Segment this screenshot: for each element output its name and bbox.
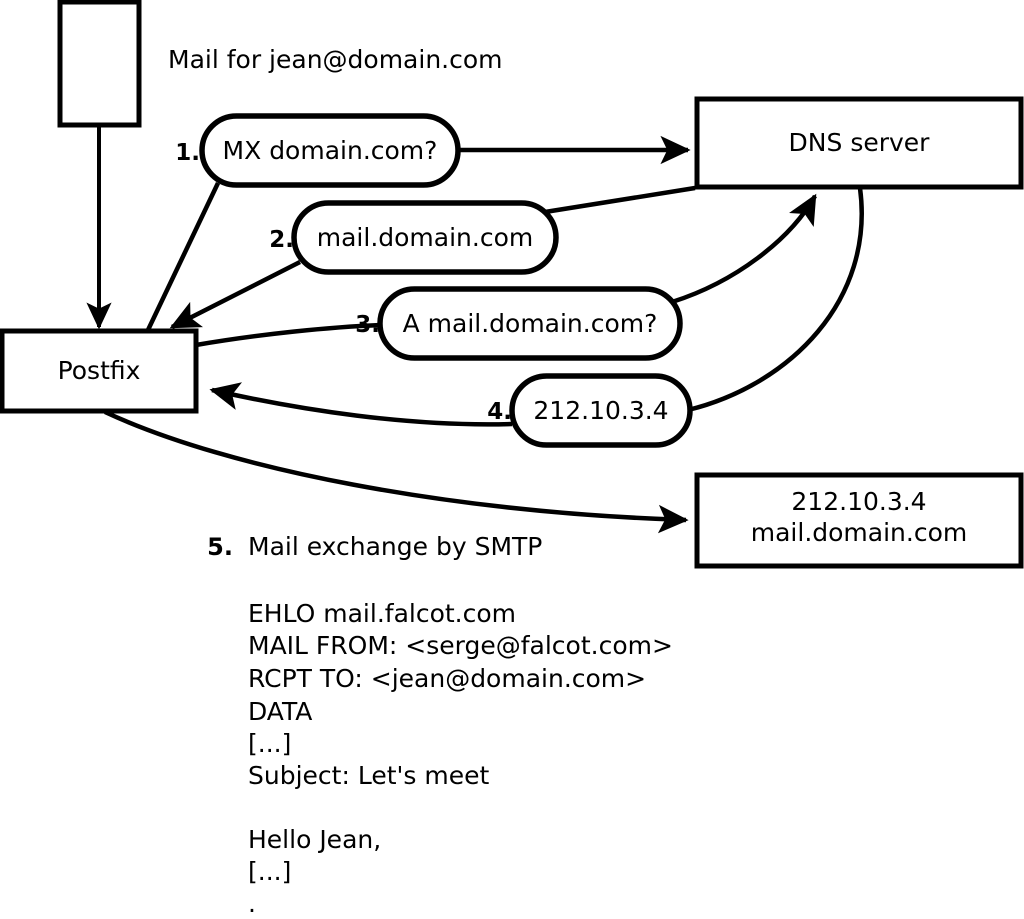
step-2-message: mail.domain.com [317, 223, 533, 252]
smtp-line: Subject: Let's meet [248, 761, 489, 790]
smtp-line: Hello Jean, [248, 825, 381, 854]
smtp-line: EHLO mail.falcot.com [248, 599, 516, 628]
step-1-message: MX domain.com? [223, 136, 438, 165]
step-4-message: 212.10.3.4 [533, 396, 668, 425]
edge-step2-bubble-to-postfix [169, 259, 302, 330]
node-remote-ip-label: 212.10.3.4 [791, 487, 926, 516]
edge-step3-postfix-to-bubble [195, 322, 382, 348]
step-2-bubble [291, 200, 559, 275]
edge-step4-dns-to-bubble [687, 187, 864, 413]
node-remote-host-label: mail.domain.com [751, 518, 967, 547]
step-1-number: 1. [175, 140, 200, 166]
smtp-line: [...] [248, 729, 291, 758]
node-dns-box [694, 96, 1024, 190]
step-3-number: 3. [355, 312, 380, 338]
caption-mail-for: Mail for jean@domain.com [168, 45, 503, 74]
step-4-number: 4. [487, 399, 512, 425]
edge-step2-dns-to-bubble [544, 185, 696, 215]
step-2-number: 2. [269, 227, 294, 253]
node-postfix-label: Postfix [58, 356, 141, 385]
edge-step3-bubble-to-dns [671, 193, 817, 305]
node-remote-mailserver-box [694, 472, 1024, 569]
step-3-bubble [377, 286, 683, 361]
step-4-bubble [509, 373, 693, 448]
step-5-label: Mail exchange by SMTP [248, 532, 542, 561]
smtp-line: DATA [248, 697, 312, 726]
edge-step1-postfix-to-bubble [145, 182, 221, 331]
smtp-line: MAIL FROM: <serge@falcot.com> [248, 631, 673, 660]
edge-step4-bubble-to-postfix [209, 382, 513, 427]
step-1-bubble [199, 113, 461, 188]
step-3-message: A mail.domain.com? [403, 309, 658, 338]
edge-step5-postfix-to-remote [104, 409, 689, 534]
smtp-line: . [248, 889, 256, 918]
step-5-number: 5. [207, 533, 233, 561]
smtp-line: [...] [248, 857, 291, 886]
node-dns-label: DNS server [789, 128, 931, 157]
smtp-line: RCPT TO: <jean@domain.com> [248, 664, 646, 693]
node-mua-box [57, 0, 142, 128]
node-postfix-box [0, 328, 199, 414]
